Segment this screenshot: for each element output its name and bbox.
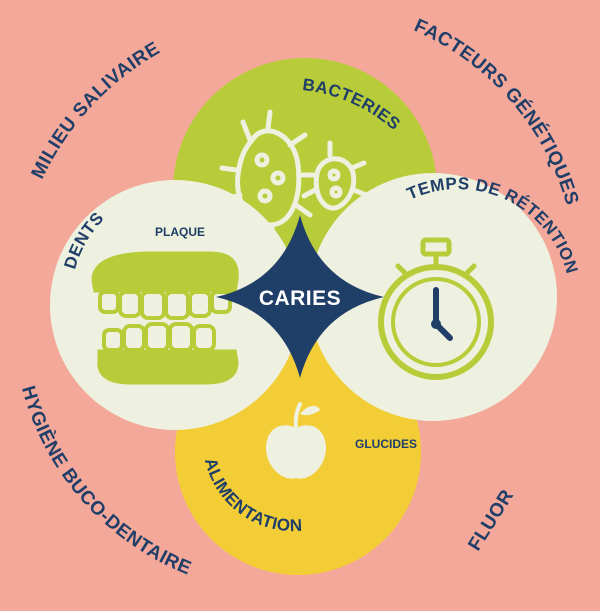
bacteria-icon	[219, 109, 369, 243]
glucides-label: GLUCIDES	[355, 437, 417, 451]
center-star	[216, 215, 384, 378]
plaque-label: PLAQUE	[155, 225, 205, 239]
stopwatch-icon	[378, 237, 494, 380]
apple-icon	[266, 402, 326, 479]
teeth-icon	[91, 251, 239, 385]
center-label: CARIES	[259, 287, 341, 310]
